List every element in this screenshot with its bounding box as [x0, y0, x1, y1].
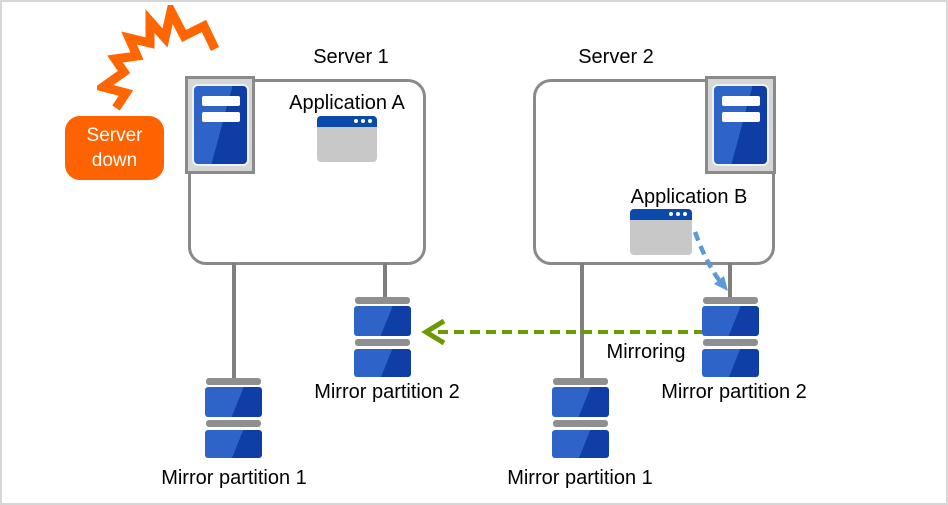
- mirroring-arrow-icon: [421, 318, 702, 346]
- server1-tower-icon: [192, 84, 249, 166]
- server2-partition1-connector: [580, 263, 584, 380]
- server2-partition1-disk-icon: [552, 378, 609, 458]
- crash-icon: [97, 5, 220, 111]
- server2-title: Server 2: [578, 46, 654, 68]
- write-arrow-icon: [692, 231, 728, 291]
- server-slot: [202, 96, 240, 106]
- server1-partition2-label: Mirror partition 2: [314, 381, 460, 403]
- server-slot: [202, 112, 240, 122]
- server1-partition1-disk-icon: [205, 378, 262, 458]
- mirroring-label: Mirroring: [606, 341, 686, 363]
- server1-partition1-connector: [232, 263, 236, 380]
- server-slot: [722, 112, 760, 122]
- application-b-label: Application B: [630, 186, 748, 208]
- server1-partition1-label: Mirror partition 1: [161, 467, 307, 489]
- server2-partition1-label: Mirror partition 1: [507, 467, 653, 489]
- server-down-line2: down: [91, 150, 138, 171]
- server2-partition2-label: Mirror partition 2: [661, 381, 807, 403]
- server1-title: Server 1: [313, 46, 389, 68]
- application-b-window-icon: [630, 209, 692, 255]
- window-dots-icon: [669, 212, 687, 216]
- server2-partition2-disk-icon: [702, 297, 759, 377]
- server1-partition2-disk-icon: [354, 297, 411, 377]
- window-titlebar: [630, 209, 692, 220]
- server-down-line1: Server: [86, 125, 143, 146]
- window-dots-icon: [354, 119, 372, 123]
- server2-partition2-connector: [728, 263, 732, 299]
- application-a-window-icon: [317, 116, 377, 162]
- server-slot: [722, 96, 760, 106]
- server-down-badge: Server down: [65, 116, 164, 180]
- server1-partition2-connector: [383, 263, 387, 299]
- window-titlebar: [317, 116, 377, 127]
- server2-tower-icon: [712, 84, 769, 166]
- application-a-label: Application A: [289, 92, 405, 114]
